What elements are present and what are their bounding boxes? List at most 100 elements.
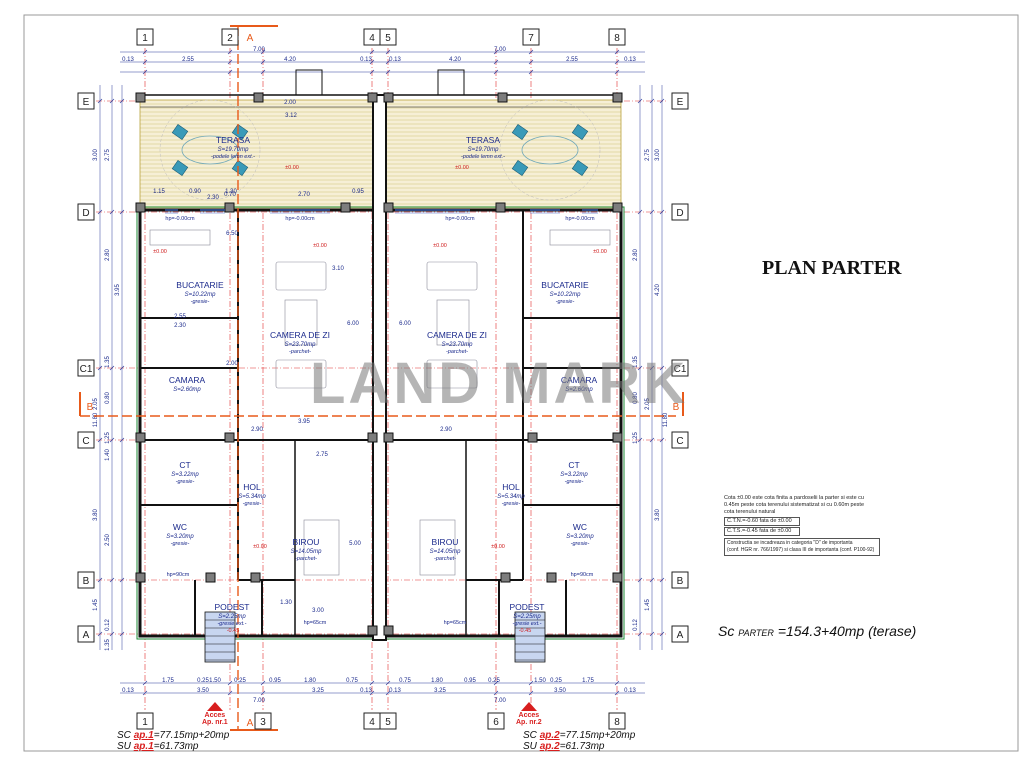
room-right-3-name: CAMARA: [561, 375, 598, 385]
structural-column: [367, 432, 378, 443]
entrance-steps: [204, 611, 236, 663]
dim-top-part: 4.20: [449, 57, 461, 63]
axis-right-C1-label: C1: [674, 364, 687, 375]
dim-tick: [614, 680, 620, 686]
dim-right: 0.12: [633, 619, 639, 631]
structural-column: [383, 92, 394, 103]
dim-inner: 2.90: [440, 427, 452, 433]
furniture-sofa: [275, 261, 327, 291]
structural-column: [546, 572, 557, 583]
axis-right-D-box: [671, 203, 689, 221]
sc-total-prefix: Sc: [718, 623, 735, 639]
dim-bottom-part2: 0.95: [269, 678, 281, 684]
room-left-7-area: S=14.05mp: [291, 549, 323, 555]
dim-tick: [659, 577, 665, 583]
dim-tick: [97, 437, 103, 443]
ap2-su-label: SU: [523, 741, 537, 752]
axis-right-C-box: [671, 431, 689, 449]
room-right-1-name: BUCATARIE: [541, 280, 589, 290]
axis-left-B-label: B: [83, 576, 90, 587]
room-right-0-name: TERASA: [466, 135, 500, 145]
category-box: Constructia se incadreaza in categoria "…: [724, 538, 880, 556]
room-left-5-finish: -gresie-: [243, 501, 262, 507]
acces-ap1-arrow: [206, 702, 223, 711]
furniture-table: [436, 299, 470, 346]
structural-column: [612, 572, 623, 583]
hp-mark: hp=-0.00cm: [285, 216, 315, 222]
level-mark: ±0.00: [153, 249, 167, 255]
dim-bottom-part2: 1.75: [162, 678, 174, 684]
dim-tick: [97, 209, 103, 215]
dim-tick: [637, 98, 643, 104]
dim-inner: 6.00: [347, 321, 359, 327]
ap2-sc-line: SC ap.2=77.15mp+20mp: [523, 730, 635, 741]
acces-ap2-line2: Ap. nr.2: [516, 719, 542, 726]
dim-left-total: 11.80: [93, 412, 99, 427]
axis-left-C1-label: C1: [80, 364, 93, 375]
room-right-8-finish: -gresie ext.-: [512, 621, 541, 627]
acces-ap2-arrow: [520, 702, 537, 711]
cts-box: C.T.S.=-0.45 fata de ±0.00: [724, 527, 800, 536]
dim-bottom-part: 0.13: [360, 688, 372, 694]
room-left-8-area: S=2.25mp: [218, 614, 246, 620]
axis-top-1-label: 1: [142, 33, 148, 44]
dim-tick: [649, 98, 655, 104]
room-right-5-finish: -gresie-: [502, 501, 521, 507]
axis-right-D-label: D: [676, 208, 683, 219]
axis-right-A-label: A: [677, 630, 684, 641]
sc-total-value: =154.3+40mp (terase): [777, 623, 917, 639]
dim-tick: [260, 49, 266, 55]
dim-left: 2.80: [105, 249, 111, 261]
hp-mark: hp=90cm: [571, 572, 594, 578]
axis-right-A-box: [671, 625, 689, 643]
dim-bottom-total-r: 7.00: [494, 698, 506, 704]
axis-right-C-label: C: [676, 436, 683, 447]
dim-bottom-part2: 0.25: [550, 678, 562, 684]
level-mark: ±0.00: [455, 165, 469, 171]
room-left-0-finish: -podele lemn ext.-: [211, 154, 255, 160]
furniture-desk: [419, 519, 456, 576]
room-right-4-name: CT: [568, 460, 579, 470]
watermark: LAND MARK: [310, 351, 689, 416]
level-mark: ±0.00: [433, 243, 447, 249]
level-mark: ±0.00: [593, 249, 607, 255]
dim-tick: [142, 690, 148, 696]
dim-tick: [109, 365, 115, 371]
room-right-7-name: BIROU: [432, 537, 459, 547]
room-left-5-area: S=5.34mp: [238, 494, 266, 500]
room-left-0-name: TERASA: [216, 135, 250, 145]
chimney: [295, 69, 323, 96]
dim-tick: [227, 49, 233, 55]
terrace-deck: [384, 99, 622, 211]
dim-left: 3.95: [115, 284, 121, 296]
room-left-6-finish: -gresie-: [171, 541, 190, 547]
axis-left-C1-box: [77, 359, 95, 377]
acces-ap2-line1: Acces: [518, 712, 540, 719]
dim-tick: [637, 437, 643, 443]
furniture-desk: [303, 519, 340, 576]
dim-tick: [637, 577, 643, 583]
room-right-0-finish: -podele lemn ext.-: [461, 154, 505, 160]
dim-left: 0.12: [105, 619, 111, 631]
structural-column: [527, 432, 538, 443]
dim-tick: [119, 209, 125, 215]
dim-tick: [493, 59, 499, 65]
room-right-1-finish: -gresie-: [556, 299, 575, 305]
dim-bottom-part2: 1.80: [304, 678, 316, 684]
dim-tick: [227, 690, 233, 696]
structural-column: [612, 432, 623, 443]
room-right-7-area: S=14.05mp: [430, 549, 462, 555]
dim-tick: [614, 49, 620, 55]
axis-top-5-label: 5: [385, 33, 391, 44]
ap2-info: SC ap.2=77.15mp+20mp SU ap.2=61.73mp: [523, 730, 635, 752]
section-b-label-left: B: [87, 402, 94, 413]
dim-right: 3.80: [655, 509, 661, 521]
structural-column: [135, 92, 146, 103]
room-left-1-finish: -gresie-: [191, 299, 210, 305]
axis-top-7-label: 7: [528, 33, 534, 44]
dim-tick: [142, 49, 148, 55]
room-right-8-name: PODEST: [510, 602, 545, 612]
dim-right-total: 11.80: [663, 412, 669, 427]
structural-column: [497, 92, 508, 103]
dim-inner: 0.70: [224, 192, 236, 198]
